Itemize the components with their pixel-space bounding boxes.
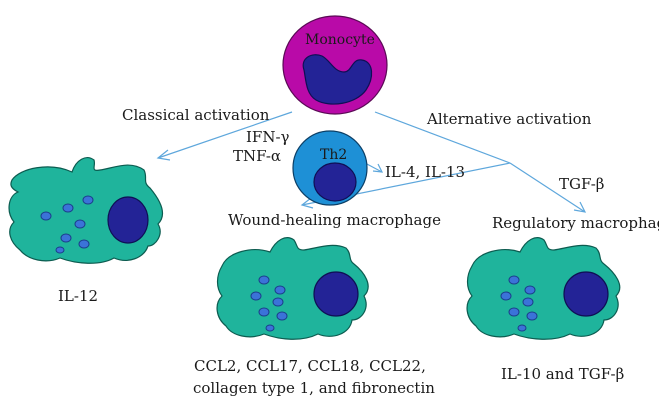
monocyte-label: Monocyte bbox=[305, 32, 375, 48]
monocyte-nucleus bbox=[302, 54, 373, 105]
classical-macrophage-vesicles bbox=[40, 195, 94, 254]
wound-healing-macrophage-nucleus bbox=[313, 271, 359, 317]
wound-healing-macrophage-vesicles bbox=[250, 275, 288, 332]
ccl-line2-label: collagen type 1, and fibronectin bbox=[193, 379, 435, 397]
regulatory-label: Regulatory macrophage bbox=[492, 214, 659, 232]
monocyte bbox=[282, 15, 388, 115]
th2-label: Th2 bbox=[320, 147, 348, 163]
alternative-arrow bbox=[374, 111, 511, 164]
classical-macrophage bbox=[8, 157, 164, 264]
alternative-activation-label: Alternative activation bbox=[427, 110, 592, 128]
classical-arrowhead bbox=[156, 149, 171, 161]
wound-healing-label: Wound-healing macrophage bbox=[228, 211, 441, 229]
th2-arrow bbox=[364, 162, 383, 173]
regulatory-macrophage bbox=[466, 237, 621, 340]
th2-nucleus bbox=[313, 162, 357, 202]
tnf-alpha-label: TNF-α bbox=[233, 147, 282, 165]
classical-macrophage-nucleus bbox=[107, 196, 149, 244]
wound-healing-macrophage bbox=[216, 237, 369, 340]
to-regulatory-arrow bbox=[509, 162, 586, 213]
il10-tgf-label: IL-10 and TGF-β bbox=[501, 365, 625, 383]
ccl-line1-label: CCL2, CCL17, CCL18, CCL22, bbox=[194, 357, 426, 375]
wound-healing-arrowhead bbox=[300, 197, 314, 209]
classical-arrow bbox=[157, 111, 293, 159]
regulatory-macrophage-vesicles bbox=[500, 275, 538, 332]
classical-activation-label: Classical activation bbox=[122, 106, 270, 124]
tgf-beta-label: TGF-β bbox=[559, 175, 605, 193]
il12-label: IL-12 bbox=[58, 287, 99, 305]
regulatory-macrophage-nucleus bbox=[563, 271, 609, 317]
th2-arrowhead bbox=[372, 163, 384, 173]
th2-cell bbox=[292, 130, 368, 206]
il4-il13-label: IL-4, IL-13 bbox=[385, 163, 466, 181]
ifn-gamma-label: IFN-γ bbox=[246, 128, 290, 146]
regulatory-arrowhead bbox=[573, 201, 587, 213]
